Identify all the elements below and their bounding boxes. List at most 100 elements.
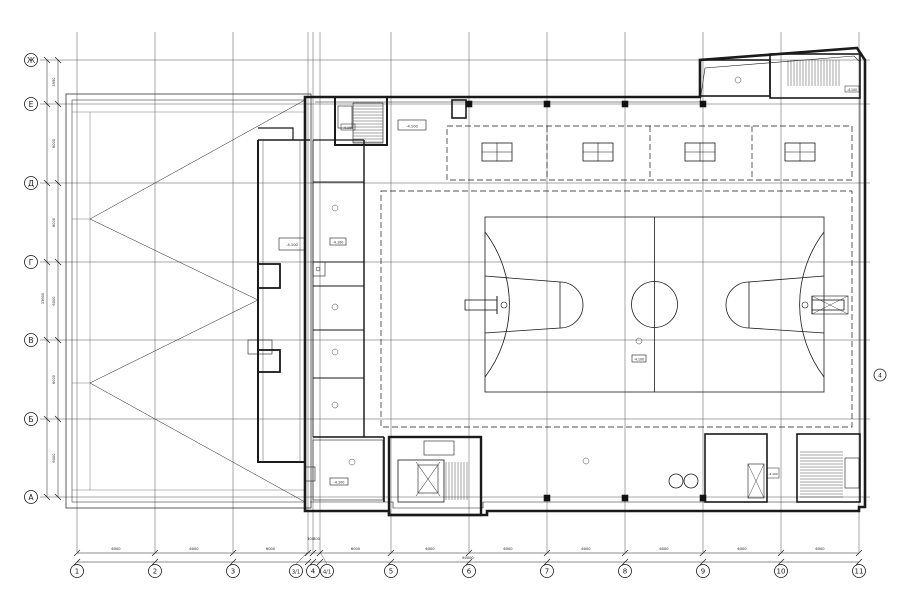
dimension-tick [465,558,473,566]
dimension-label-row: 6000 [52,374,56,384]
axis-label-col-4/1: 4/1 [323,570,331,576]
axis-label-col-7: 7 [545,568,549,576]
dimension-label-col: 6000 [425,547,435,551]
structural-column [543,494,551,502]
canopy-slope-line [89,299,259,384]
dimension-label-col: 6000 [659,547,669,551]
axis-bubble-col-2 [148,564,162,578]
room-tag [331,204,339,212]
axis-label-row-А: А [28,493,34,502]
level-mark: -4.100 [406,125,418,129]
room-tag [582,457,590,465]
axis-bubble-row-А [24,490,38,504]
axis-bubble-row-Ж [24,53,38,67]
dimension-tick [43,100,51,108]
door-block [304,466,316,482]
room-small [844,457,860,489]
vestibule-wall [257,140,305,463]
dimension-label-col: 300 [313,537,321,541]
dimension-label-col: 300 [307,537,315,541]
axis-bubble-col-5 [384,564,398,578]
building-outer-wall [303,46,867,517]
level-mark: -4.100 [847,88,857,92]
stair-core-bottom [387,435,483,517]
stair-core-bottom-right [796,433,861,503]
wc-cross [747,463,765,499]
dimension-label-col: 6000 [503,547,513,551]
stair-landing [423,440,455,456]
dimension-tick [54,56,62,64]
axis-bubble-row-В [24,333,38,347]
structural-column [699,494,707,502]
dimension-tick [621,558,629,566]
dimension-tick [316,549,324,557]
dimension-tick [54,336,62,344]
axis-label-row-Е: Е [29,100,34,109]
column-block [257,263,281,289]
dimension-tick [543,558,551,566]
axis-bubble-row-Е [24,97,38,111]
dimension-label-row: 6000 [52,296,56,306]
dimension-tick [43,258,51,266]
level-tag-box [766,467,780,479]
building-inner-wall [310,55,861,509]
side-marker-label: 4 [878,373,882,380]
backboard-right [811,299,845,311]
axis-label-col-3/1: 3/1 [292,570,300,576]
key-left [484,275,561,334]
axis-label-col-8: 8 [623,568,627,576]
room-tag [331,348,339,356]
hoop-right [801,301,809,309]
room-tag [635,337,643,345]
dimension-label-row: 6000 [52,138,56,148]
room-bottom-left [312,439,384,501]
axis-bubble-col-8 [618,564,632,578]
dimension-tick [54,179,62,187]
equipment-symbol [668,473,684,489]
backboard-left [464,299,498,311]
room-tag [331,401,339,409]
dimension-tick [151,558,159,566]
dimension-label-overall-vertical: 33600 [41,292,45,304]
level-mark: -4.100 [343,126,353,130]
dimension-tick [309,549,317,557]
stair-lobby [337,105,353,129]
structural-column [621,494,629,502]
key-right [748,275,825,334]
column-block [257,349,281,373]
structural-column [621,100,629,108]
elevator-car [417,464,439,494]
dimension-label-col: 6000 [111,547,121,551]
three-point-arc-right [799,231,825,378]
dimension-tick [54,258,62,266]
level-tag-box [340,123,356,131]
court-safety-zone [380,190,853,428]
axis-label-col-2: 2 [153,568,157,576]
level-mark: -4.100 [333,241,344,245]
dimension-tick [777,558,785,566]
level-mark: -4.100 [634,358,644,362]
axis-label-row-Д: Д [28,179,34,188]
wc-cabin [747,463,765,499]
dimension-tick [43,56,51,64]
axis-bubble-col-3/1 [289,564,303,578]
dimension-tick [316,558,324,566]
equipment-symbol [683,473,699,489]
level-tag-box [844,85,860,93]
dimension-tick [777,549,785,557]
dimension-tick [229,549,237,557]
structural-column [699,100,707,108]
axis-bubble-col-11 [852,564,866,578]
axis-label-row-Ж: Ж [27,56,35,65]
dimension-label-col: 6000 [815,547,825,551]
vestibule-wall [258,127,294,140]
vestibule-door [247,339,273,355]
dimension-tick [54,100,62,108]
axis-label-col-9: 9 [701,568,705,576]
dimension-tick [387,558,395,566]
wc-block [312,261,326,277]
key-arc-right [725,281,750,329]
dimension-label-row: 3950 [52,77,56,87]
dimension-tick [73,549,81,557]
dimension-tick [304,549,312,557]
